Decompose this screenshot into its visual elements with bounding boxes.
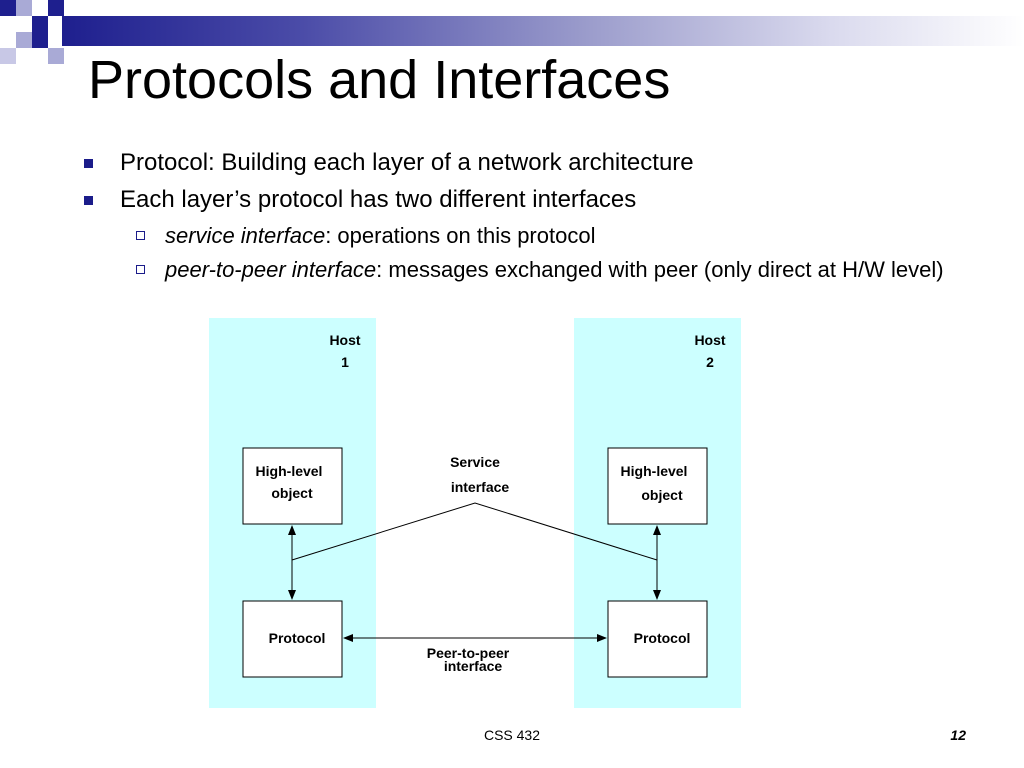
bullet-text: Each layer’s protocol has two different …	[120, 186, 637, 213]
bullet-item: Protocol: Building each layer of a netwo…	[84, 148, 694, 178]
slide-number: 12	[950, 727, 966, 743]
header-square	[32, 16, 48, 32]
subbullet-text: : messages exchanged with peer (only dir…	[376, 257, 944, 282]
host-1-label: Host	[329, 332, 360, 348]
left-high-level-object-box	[242, 447, 343, 525]
subbullet-term: peer-to-peer interface	[165, 257, 377, 282]
left-object-label: object	[271, 485, 313, 501]
peer-interface-label: interface	[444, 658, 503, 674]
host-2-number: 2	[706, 354, 714, 370]
header-square	[48, 0, 64, 16]
slide-title: Protocols and Interfaces	[88, 50, 671, 110]
right-object-label: High-level	[621, 463, 688, 479]
bullet-item: Each layer’s protocol has two different …	[84, 185, 637, 215]
service-interface-label: interface	[451, 479, 510, 495]
peer-interface-label: Peer-to-peer	[427, 645, 510, 661]
square-bullet-icon	[84, 196, 93, 205]
hollow-square-bullet-icon	[136, 265, 145, 274]
header-square	[16, 32, 32, 48]
subbullet-term: service interface	[165, 223, 326, 248]
square-bullet-icon	[84, 159, 93, 168]
host-2-label: Host	[694, 332, 725, 348]
header-gradient-bar	[62, 16, 1024, 46]
footer-course: CSS 432	[483, 727, 541, 743]
right-protocol-label: Protocol	[634, 630, 691, 646]
service-interface-label: Service	[450, 454, 500, 470]
host-1-number: 1	[341, 354, 349, 370]
left-protocol-box	[242, 600, 343, 678]
subbullet-text: : operations on this protocol	[325, 223, 596, 248]
service-interface-line	[291, 502, 658, 561]
header-square	[0, 0, 16, 16]
subbullet-item: service interface: operations on this pr…	[136, 222, 965, 250]
header-square	[0, 48, 16, 64]
right-object-label: object	[641, 487, 683, 503]
header-square	[32, 32, 48, 48]
header-square	[48, 48, 64, 64]
header-square	[16, 0, 32, 16]
hollow-square-bullet-icon	[136, 231, 145, 240]
left-protocol-label: Protocol	[269, 630, 326, 646]
right-high-level-object-box	[607, 447, 708, 525]
bullet-text: Protocol: Building each layer of a netwo…	[120, 149, 694, 176]
left-object-label: High-level	[256, 463, 323, 479]
right-protocol-box	[607, 600, 708, 678]
subbullet-item: peer-to-peer interface: messages exchang…	[136, 256, 955, 284]
